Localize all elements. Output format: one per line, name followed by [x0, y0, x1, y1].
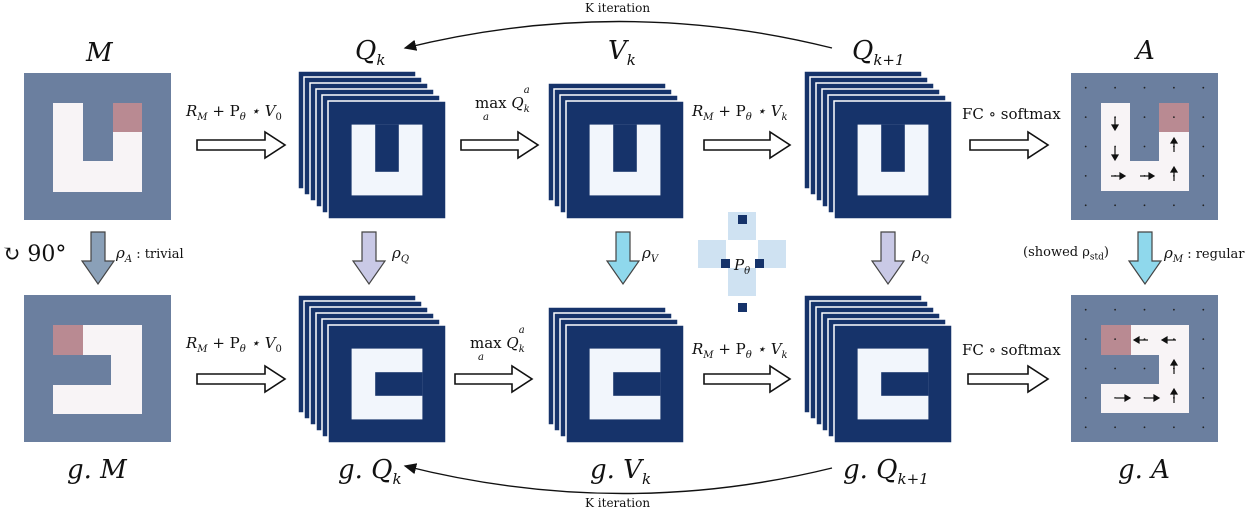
header-m: M	[86, 38, 113, 68]
arrow-qk-to-vk	[460, 130, 540, 160]
kernel-label: Pθ	[734, 256, 751, 277]
arrow-vk-to-qk1	[703, 130, 792, 160]
rotation-label: ↻ 90°	[2, 242, 67, 267]
showed-rho-std-label: (showed ρstd)	[1023, 245, 1109, 263]
footer-ga: g. A	[1118, 455, 1170, 485]
iteration-arrow-bottom	[403, 463, 833, 495]
header-vk: Vk	[608, 36, 636, 70]
op-label-gvk-to-gqk1: RM + Pθ ⋆ Vk	[692, 340, 788, 361]
group-arrow-m	[80, 231, 116, 286]
rho-q-label-2: ρQ	[912, 244, 930, 265]
stack-g-qk1	[803, 294, 953, 444]
op-label-qk1-to-a: FC ∘ softmax	[962, 105, 1061, 123]
kernel-p-theta	[698, 212, 786, 312]
arrow-gqk1-to-ga	[967, 364, 1050, 394]
group-arrow-vk	[605, 231, 641, 286]
arrow-gvk-to-gqk1	[703, 364, 792, 394]
arrow-gm-to-gqk	[196, 364, 287, 394]
iteration-label-top: K iteration	[585, 1, 651, 15]
iteration-arrow-top	[403, 20, 833, 51]
header-qk: Qk	[355, 36, 386, 70]
stack-qk1	[803, 70, 953, 220]
op-label-vk-to-qk1: RM + Pθ ⋆ Vk	[692, 102, 788, 123]
footer-gqk1: g. Qk+1	[843, 455, 929, 489]
group-arrow-a	[1127, 231, 1163, 286]
rho-v-label: ρV	[642, 244, 659, 265]
op-label-gm-to-gqk: RM + Pθ ⋆ V0	[186, 334, 282, 355]
policy-a	[1071, 73, 1218, 220]
policy-ga	[1071, 295, 1218, 442]
op-label-m-to-qk: RM + Pθ ⋆ V0	[186, 102, 282, 123]
group-arrow-qk1	[870, 231, 906, 286]
stack-vk	[547, 82, 685, 220]
arrow-m-to-qk	[196, 130, 287, 160]
header-a: A	[1136, 36, 1155, 66]
footer-gm: g. M	[67, 455, 127, 485]
op-label-gqk1-to-ga: FC ∘ softmax	[962, 341, 1061, 359]
stack-g-vk	[547, 306, 685, 444]
header-qk1: Qk+1	[852, 36, 905, 70]
stack-g-qk	[297, 294, 447, 444]
map-m	[24, 73, 171, 220]
iteration-label-bottom: K iteration	[585, 496, 651, 510]
footer-gvk: g. Vk	[590, 455, 652, 489]
arrow-qk1-to-a	[969, 130, 1050, 160]
stack-qk	[297, 70, 447, 220]
rho-q-label-1: ρQ	[392, 244, 410, 265]
rho-a-label: ρA : trivial	[116, 244, 184, 265]
footer-gqk: g. Qk	[338, 455, 402, 489]
map-gm	[24, 295, 171, 442]
group-arrow-qk	[351, 231, 387, 286]
rho-m-label: ρM : regular	[1164, 244, 1245, 265]
arrow-gqk-to-gvk	[454, 364, 534, 394]
